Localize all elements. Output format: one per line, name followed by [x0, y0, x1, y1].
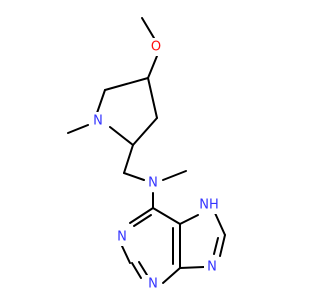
bond-n1-c2 [121, 245, 131, 264]
molecule-structure: O N N N N NH N [67, 17, 226, 293]
bond-c5-n7 [179, 214, 199, 225]
methoxy-oxygen-label: O [151, 40, 161, 55]
pyrrolidine-nitrogen-bg [90, 112, 106, 130]
bond-c5-n1 [96, 89, 106, 114]
purine-n9-label: N [207, 260, 217, 275]
purine-n9-bg [204, 258, 220, 276]
purine-n7h-label: NH [199, 198, 219, 213]
bond-n3-c4 [162, 267, 181, 284]
bond-n-amine-methyl [162, 170, 187, 181]
bond-c3-c4 [147, 77, 158, 119]
bond-c8-n9-double [219, 234, 226, 257]
bond-c8-n9-double-inner [213, 237, 219, 255]
bond-c2-n3-double [131, 262, 142, 279]
bond-oxygen-c4 [147, 55, 158, 79]
bond-n7-c8 [214, 212, 226, 236]
amine-nitrogen-bg [145, 174, 161, 192]
bond-c2-c3 [132, 117, 158, 146]
bond-c2-ch2 [123, 144, 134, 174]
purine-n1-bg [114, 228, 130, 246]
methoxy-oxygen-bg [148, 38, 164, 56]
bond-n1-c2 [109, 126, 134, 146]
bond-c6-n1-double [129, 207, 154, 224]
bond-c4-c5 [104, 77, 149, 91]
bond-c2-n3-double-inner [138, 261, 148, 276]
bond-methyl-oxygen [141, 17, 155, 39]
amine-nitrogen-label: N [148, 176, 158, 191]
purine-n1-label: N [117, 230, 127, 245]
purine-n3-label: N [148, 277, 158, 292]
bond-n9-c4 [179, 266, 205, 269]
purine-n7h-bg [196, 196, 222, 214]
pyrrolidine-nitrogen-label: N [93, 114, 103, 129]
bond-ch2-n-amine [123, 172, 145, 181]
bond-c6-n1-double-inner [133, 214, 152, 227]
bond-n1-methyl [67, 124, 89, 134]
bond-c5-c6 [152, 207, 181, 225]
purine-n3-bg [145, 275, 161, 293]
